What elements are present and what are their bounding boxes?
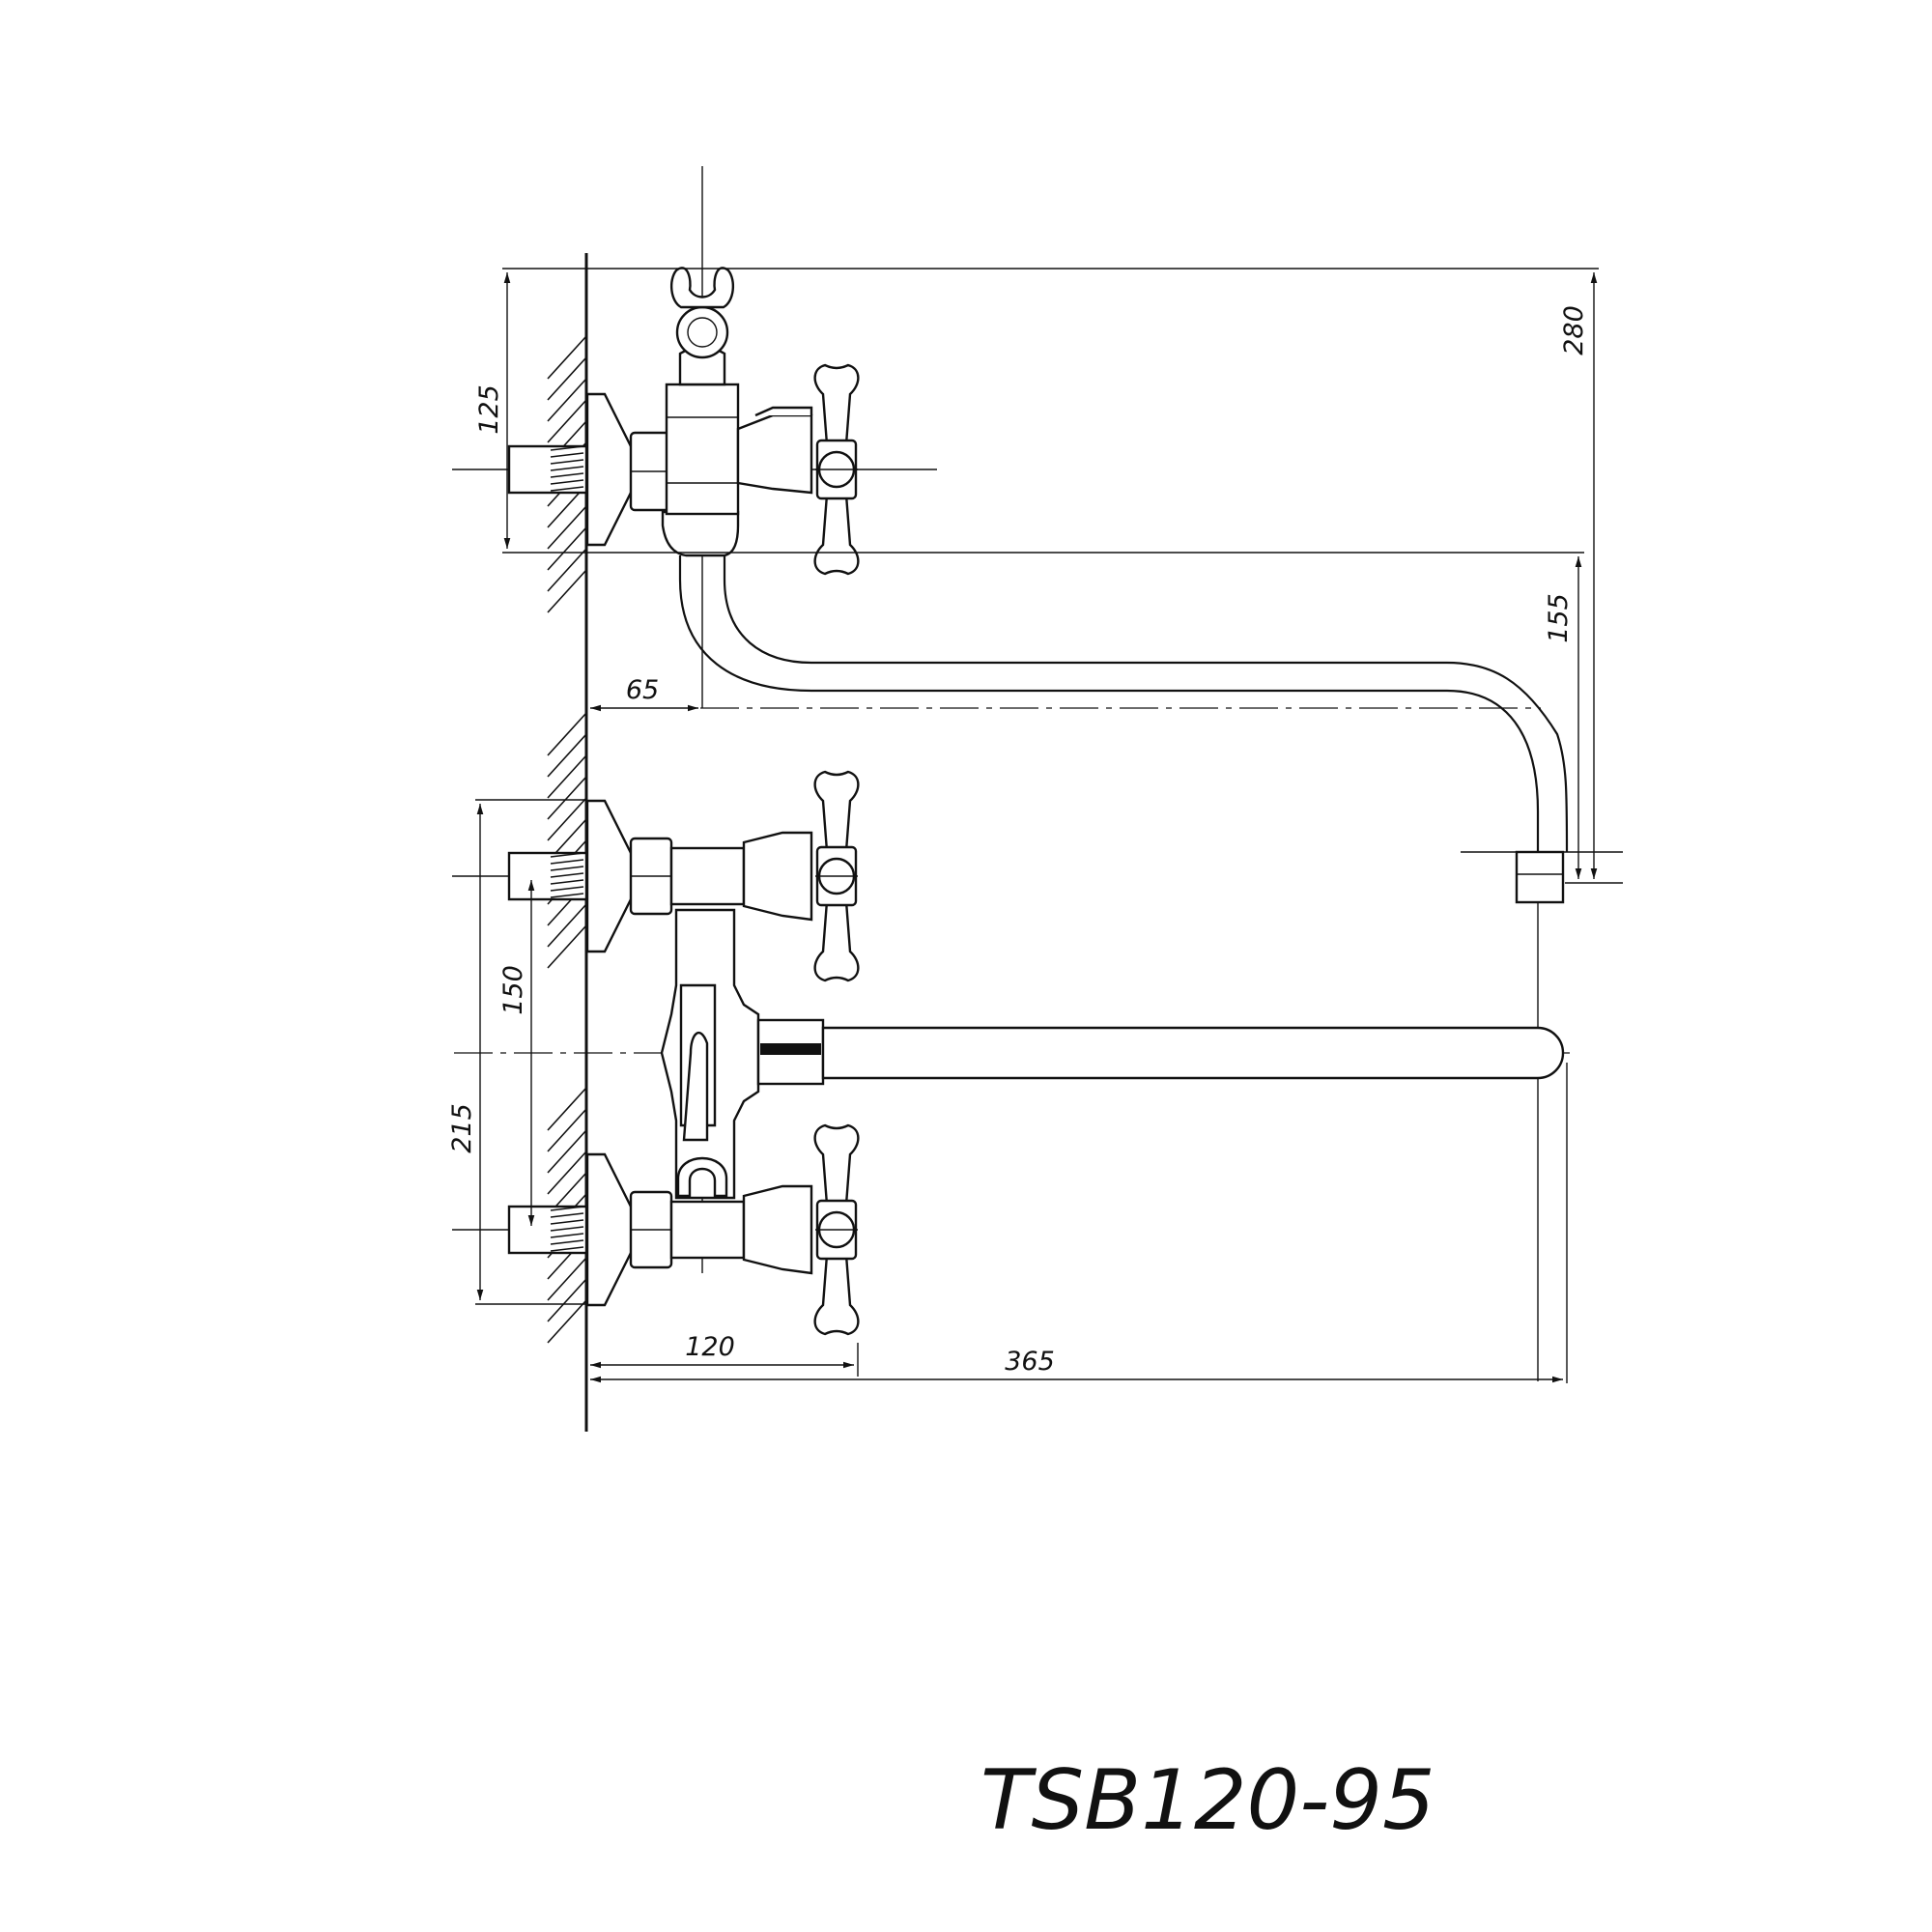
lower-cross-handle	[813, 1123, 860, 1336]
lower-threaded-connector	[507, 1205, 588, 1255]
upper-threaded-connector	[507, 444, 588, 495]
middle-thread-lines	[550, 852, 584, 898]
wall-hatching-middle	[547, 712, 587, 969]
upper-cross-handle	[813, 363, 860, 576]
middle-valve-bonnet	[742, 831, 813, 922]
spout-connector-ring	[760, 1043, 821, 1055]
dim-65-label: 65	[626, 675, 659, 705]
middle-wall-flange	[585, 799, 636, 953]
wall	[547, 253, 588, 1432]
swivel-spout	[678, 555, 1569, 904]
upper-diverter-bottom	[661, 510, 740, 557]
diverter-knob	[682, 1031, 709, 1142]
shower-holder-clip	[676, 1156, 728, 1198]
upper-diverter-body	[665, 383, 740, 516]
dim-155-label: 155	[1544, 593, 1574, 643]
lower-thread-lines	[550, 1206, 584, 1252]
dim-365-label: 365	[1005, 1347, 1055, 1377]
upper-wall-flange	[585, 392, 636, 547]
upper-valve-bonnet	[736, 413, 813, 495]
middle-valve-body	[669, 846, 746, 906]
spout-aerator	[1515, 850, 1565, 904]
middle-threaded-connector	[507, 851, 588, 901]
dim-150-label: 150	[498, 965, 528, 1015]
middle-valve-assembly	[507, 770, 860, 982]
dim-125-label: 125	[474, 384, 504, 435]
upper-outlet-assembly	[507, 267, 860, 576]
middle-cross-handle	[813, 770, 860, 982]
wall-hatching-upper	[547, 335, 587, 613]
lower-wall-flange	[585, 1152, 636, 1307]
upper-lever	[754, 406, 813, 417]
dim-120-label: 120	[685, 1332, 735, 1362]
dim-215-label: 215	[447, 1103, 477, 1153]
lower-valve-body	[669, 1200, 746, 1260]
lower-bath-spout	[821, 1026, 1565, 1080]
model-number: TSB120-95	[980, 1752, 1435, 1849]
shower-hook	[669, 267, 735, 309]
upper-thread-lines	[550, 445, 584, 492]
mixer-body	[660, 908, 1565, 1200]
dim-280-label: 280	[1559, 305, 1589, 355]
lower-valve-bonnet	[742, 1184, 813, 1275]
lower-valve-assembly	[507, 1123, 860, 1336]
shower-hose-ring	[675, 305, 729, 359]
dimension-lines: 280 125 155 65 150 215 120 365	[447, 268, 1623, 1383]
